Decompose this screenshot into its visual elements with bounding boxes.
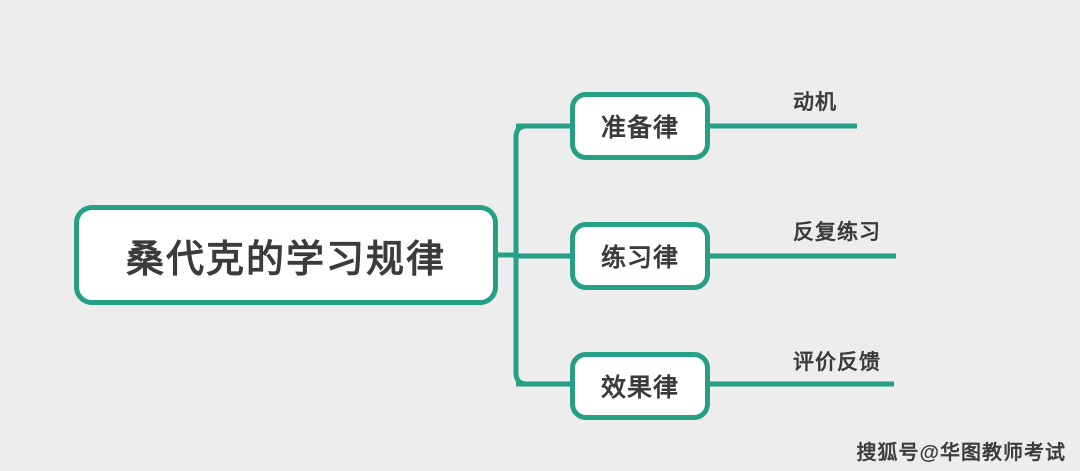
branch-node-0[interactable]: 准备律 xyxy=(570,92,710,160)
branch-node-1[interactable]: 练习律 xyxy=(570,222,710,290)
root-node-label: 桑代克的学习规律 xyxy=(125,238,446,281)
branch-node-label-1: 练习律 xyxy=(600,244,679,272)
branch-node-2[interactable]: 效果律 xyxy=(570,352,710,420)
leaf-label-0: 动机 xyxy=(793,91,837,114)
branch-node-label-0: 准备律 xyxy=(600,114,679,142)
branch-node-label-2: 效果律 xyxy=(600,374,679,402)
trunk-line xyxy=(513,123,530,387)
leaf-label-1: 反复练习 xyxy=(793,221,881,244)
leaf-label-2: 评价反馈 xyxy=(793,351,881,374)
root-node[interactable]: 桑代克的学习规律 xyxy=(74,205,498,305)
watermark-text: 搜狐号@华图教师考试 xyxy=(856,442,1066,464)
